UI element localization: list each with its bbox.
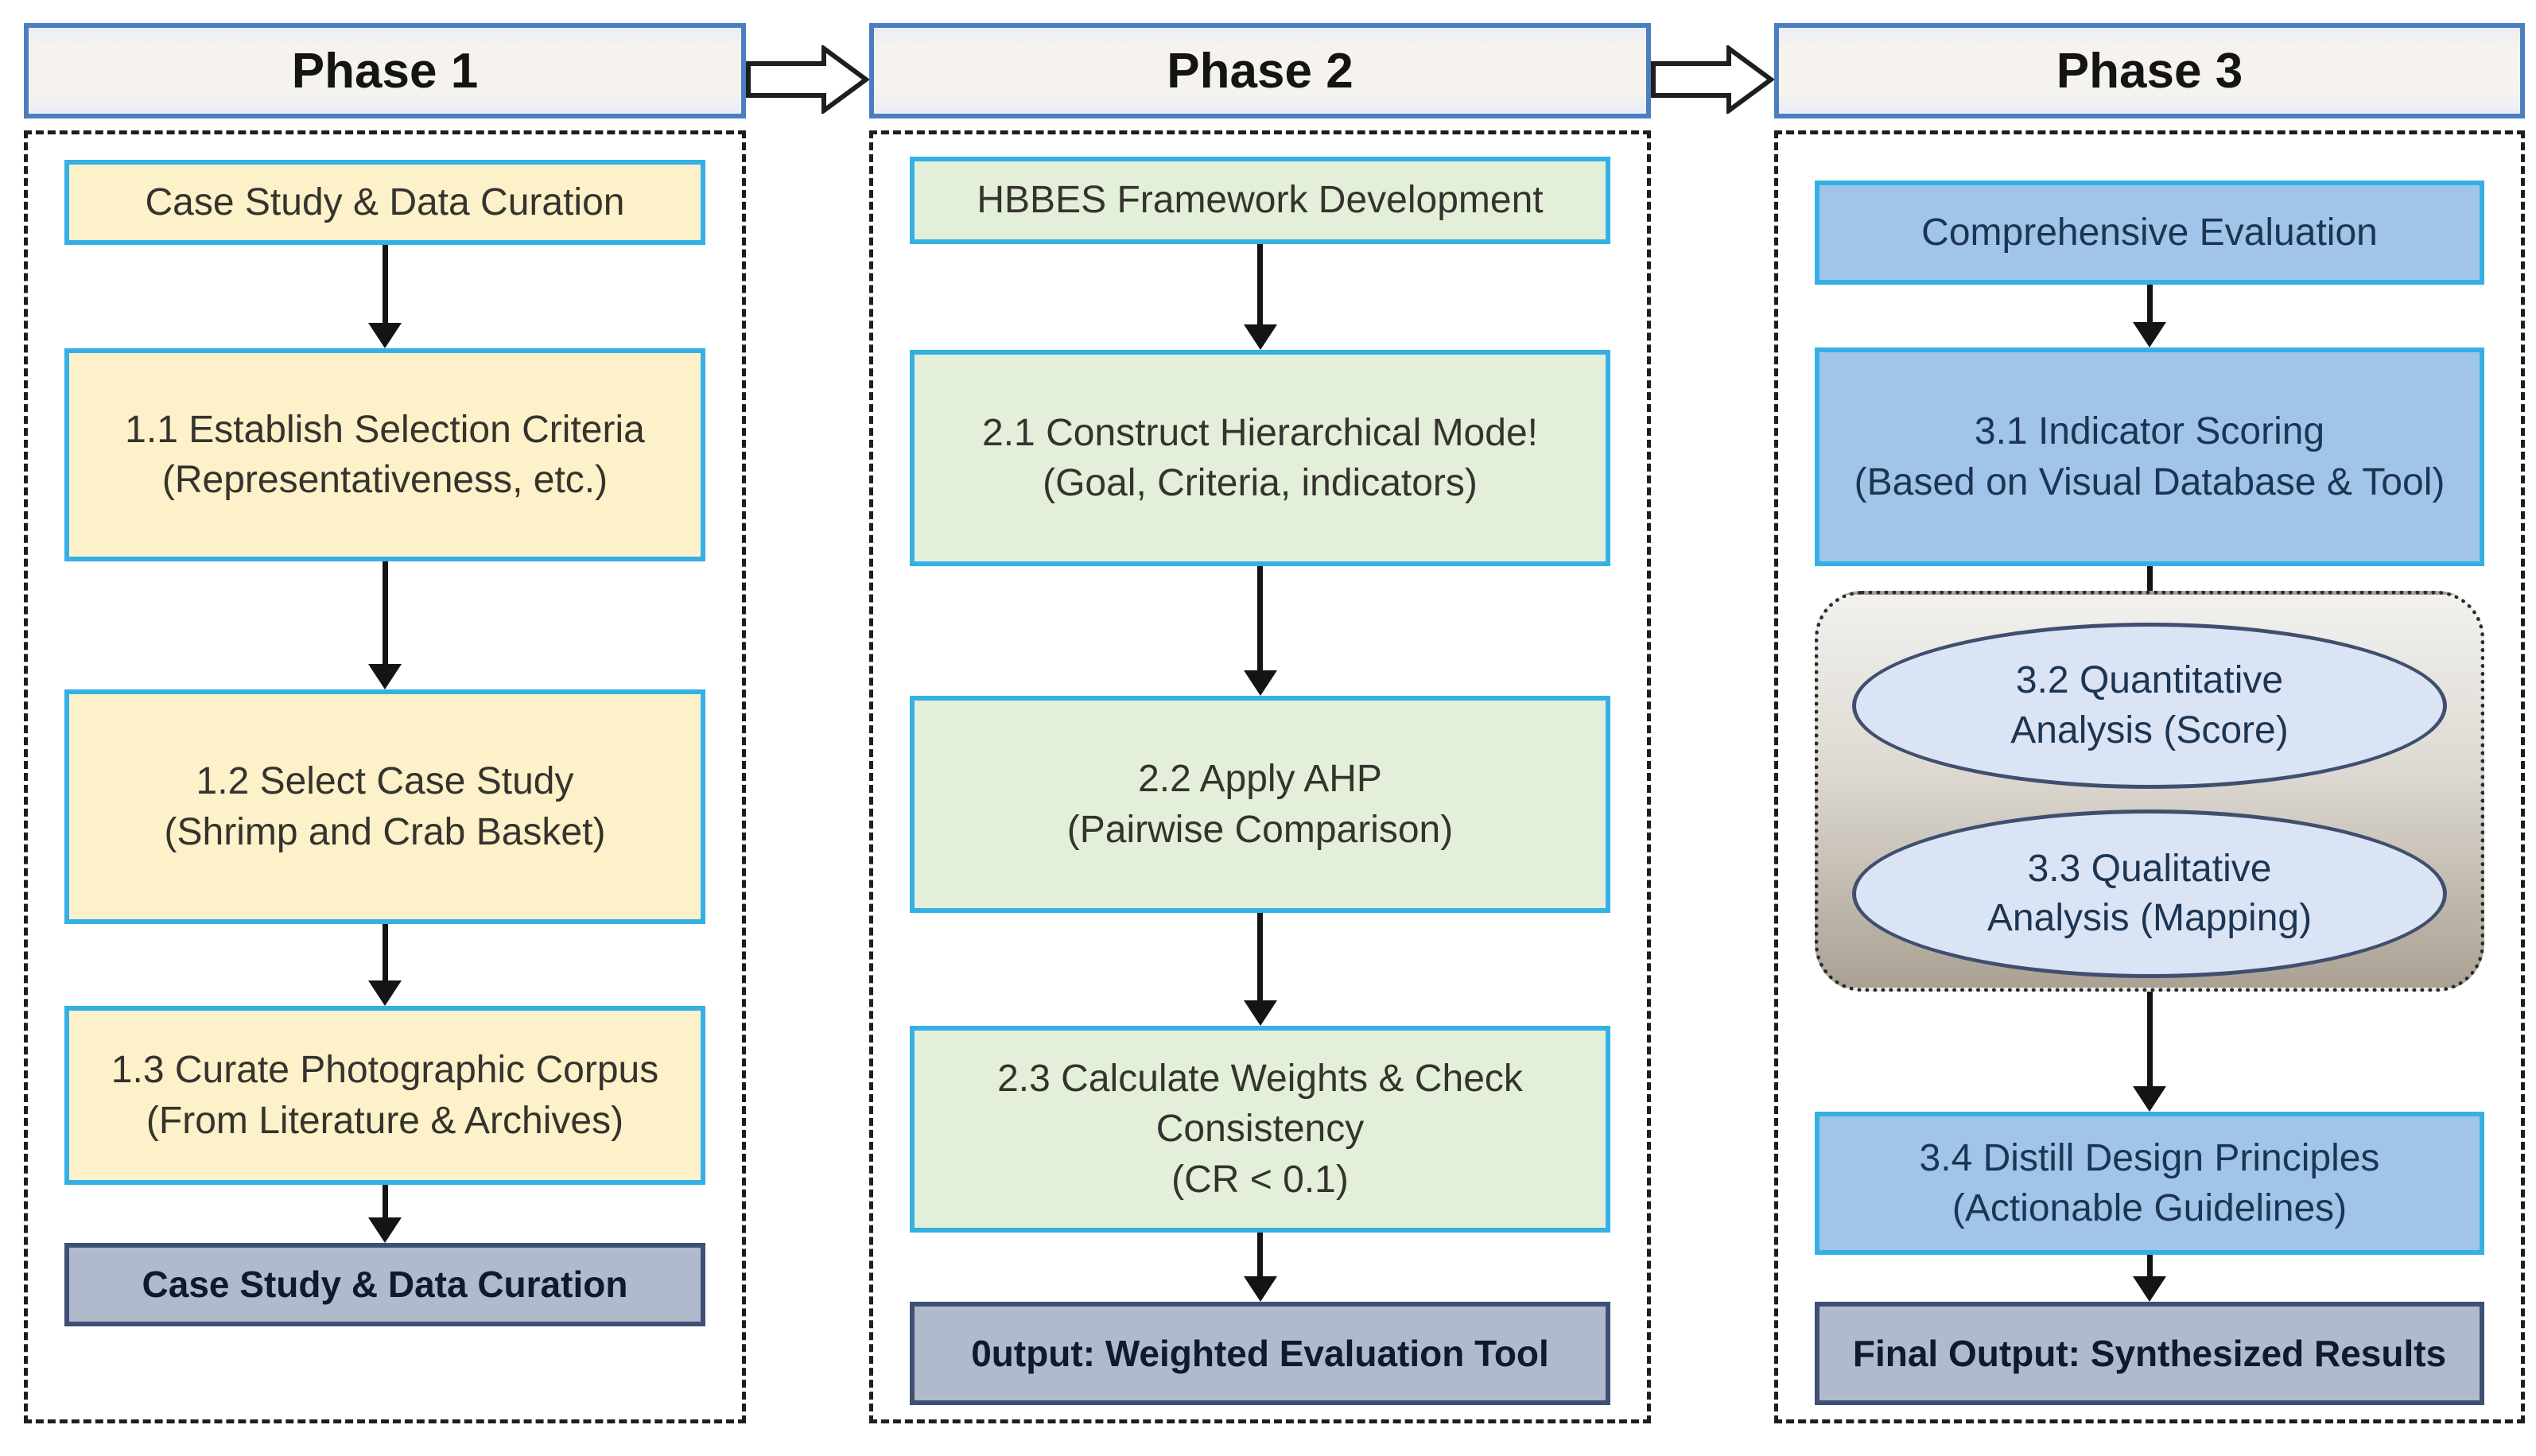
phase3-ellipse-3-2: 3.2 Quantitative Analysis (Score) bbox=[1852, 623, 2447, 789]
ellipse-label: 3.2 Quantitative bbox=[2015, 659, 2284, 702]
phase3-step-3-1: 3.1 Indicator Scoring (Based on Visual D… bbox=[1815, 347, 2484, 566]
phase1-dashed-container: Case Study & Data Curation 1.1 Establish… bbox=[24, 130, 746, 1423]
step-label: 3.4 Distill Design Principles bbox=[1919, 1136, 2380, 1179]
phase1-step-1-3: 1.3 Curate Photographic Corpus (From Lit… bbox=[64, 1006, 705, 1185]
phase3-title: Phase 3 bbox=[2056, 43, 2243, 99]
step-sublabel: (Pairwise Comparison) bbox=[1066, 808, 1454, 851]
phase2-header: Phase 2 bbox=[869, 23, 1651, 118]
phase1-column: Phase 1 Case Study & Data Curation 1.1 E… bbox=[24, 23, 746, 1423]
down-arrow bbox=[28, 245, 742, 348]
down-arrow bbox=[873, 913, 1647, 1026]
step-sublabel: (Shrimp and Crab Basket) bbox=[164, 810, 606, 853]
step-label: 1.2 Select Case Study bbox=[196, 760, 574, 803]
phase1-step-case-study-data-curation: Case Study & Data Curation bbox=[64, 160, 705, 245]
phase1-to-phase2-arrow-icon bbox=[746, 45, 869, 114]
phase1-step-1-1: 1.1 Establish Selection Criteria (Repres… bbox=[64, 348, 705, 561]
step-sublabel: (Goal, Criteria, indicators) bbox=[1043, 462, 1478, 504]
phase3-column: Phase 3 Comprehensive Evaluation 3.1 Ind… bbox=[1774, 23, 2525, 1423]
down-arrow bbox=[873, 1233, 1647, 1302]
step-label: Case Study & Data Curation bbox=[145, 181, 625, 223]
phase2-step-2-3: 2.3 Calculate Weights & Check Consistenc… bbox=[910, 1026, 1610, 1233]
phase2-dashed-container: HBBES Framework Development 2.1 Construc… bbox=[869, 130, 1651, 1423]
phase2-column: Phase 2 HBBES Framework Development 2.1 … bbox=[869, 23, 1651, 1423]
phase2-to-phase3-arrow-icon bbox=[1651, 45, 1774, 114]
phase3-step-3-4: 3.4 Distill Design Principles (Actionabl… bbox=[1815, 1112, 2484, 1255]
phase2-step-2-2: 2.2 Apply AHP (Pairwise Comparison) bbox=[910, 696, 1610, 913]
phase3-dashed-container: Comprehensive Evaluation 3.1 Indicator S… bbox=[1774, 130, 2525, 1423]
step-sublabel: (From Literature & Archives) bbox=[146, 1099, 624, 1142]
phase1-title: Phase 1 bbox=[291, 43, 479, 99]
step-label: 2.3 Calculate Weights & Check bbox=[997, 1057, 1523, 1100]
phase1-step-1-2: 1.2 Select Case Study (Shrimp and Crab B… bbox=[64, 689, 705, 924]
down-arrow bbox=[28, 561, 742, 689]
phase2-output-box: 0utput: Weighted Evaluation Tool bbox=[910, 1302, 1610, 1405]
phase3-header: Phase 3 bbox=[1774, 23, 2525, 118]
output-label: Final Output: Synthesized Results bbox=[1852, 1332, 2447, 1374]
phase2-title: Phase 2 bbox=[1167, 43, 1353, 99]
phase3-analysis-group: 3.2 Quantitative Analysis (Score) 3.3 Qu… bbox=[1815, 591, 2484, 992]
step-label: 1.1 Establish Selection Criteria bbox=[125, 408, 645, 451]
phase2-step-hbbes-framework: HBBES Framework Development bbox=[910, 157, 1610, 244]
down-arrow bbox=[1778, 1255, 2521, 1302]
phase3-step-comprehensive-evaluation: Comprehensive Evaluation bbox=[1815, 181, 2484, 285]
phase3-output-box: Final Output: Synthesized Results bbox=[1815, 1302, 2484, 1405]
down-arrow bbox=[28, 1185, 742, 1243]
phase1-header: Phase 1 bbox=[24, 23, 746, 118]
phase3-ellipse-3-3: 3.3 Qualitative Analysis (Mapping) bbox=[1852, 810, 2447, 978]
connector-line bbox=[1778, 566, 2521, 591]
phase1-output-box: Case Study & Data Curation bbox=[64, 1243, 705, 1326]
down-arrow bbox=[873, 566, 1647, 696]
step-label: 2.2 Apply AHP bbox=[1138, 758, 1382, 801]
step-sublabel: (Representativeness, etc.) bbox=[161, 459, 608, 501]
step-label: Comprehensive Evaluation bbox=[1921, 211, 2378, 254]
phase2-step-2-1: 2.1 Construct Hierarchical Mode! (Goal, … bbox=[910, 350, 1610, 566]
ellipse-sublabel: Analysis (Mapping) bbox=[1986, 897, 2313, 939]
down-arrow bbox=[873, 244, 1647, 350]
down-arrow bbox=[1778, 992, 2521, 1112]
ellipse-sublabel: Analysis (Score) bbox=[2010, 709, 2289, 751]
step-label: 1.3 Curate Photographic Corpus bbox=[111, 1049, 659, 1092]
step-sublabel: (Based on Visual Database & Tool) bbox=[1854, 460, 2445, 503]
step-label: HBBES Framework Development bbox=[977, 179, 1544, 222]
output-label: 0utput: Weighted Evaluation Tool bbox=[971, 1332, 1549, 1374]
step-label: 2.1 Construct Hierarchical Mode! bbox=[982, 411, 1538, 454]
down-arrow bbox=[28, 924, 742, 1006]
step-sublabel2: (CR < 0.1) bbox=[1171, 1158, 1349, 1201]
step-sublabel: Consistency bbox=[1155, 1108, 1365, 1151]
step-label: 3.1 Indicator Scoring bbox=[1974, 410, 2325, 453]
output-label: Case Study & Data Curation bbox=[142, 1264, 628, 1306]
step-sublabel: (Actionable Guidelines) bbox=[1952, 1187, 2348, 1229]
down-arrow bbox=[1778, 285, 2521, 347]
ellipse-label: 3.3 Qualitative bbox=[2027, 847, 2272, 890]
